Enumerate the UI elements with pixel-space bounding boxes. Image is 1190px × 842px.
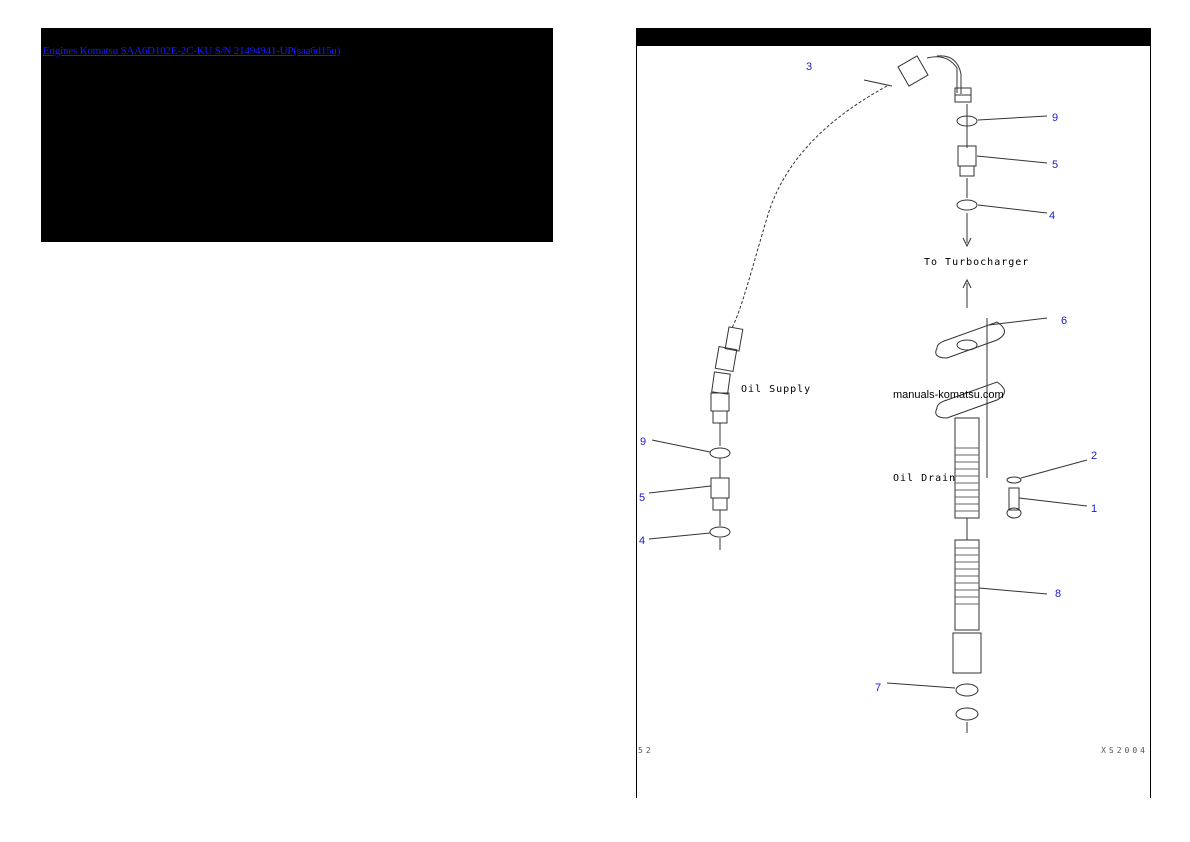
parts-diagram: 3 9 5 4 6 9 5 4 2 1 8 7 To Turbocharger …	[636, 28, 1151, 798]
header-panel: Engines Komatsu SAA6D102E-2C-KU S/N 2149…	[41, 28, 553, 242]
callout-3: 3	[806, 61, 813, 73]
callout-7: 7	[875, 682, 882, 694]
callout-4-left: 4	[639, 535, 646, 547]
callout-2: 2	[1091, 450, 1098, 462]
oil-drain-label: Oil Drain	[893, 473, 957, 484]
diagram-top-bar	[637, 28, 1150, 46]
callout-1: 1	[1091, 503, 1098, 515]
callout-5-left: 5	[639, 492, 646, 504]
page-number: 52	[638, 746, 654, 755]
engine-model-link[interactable]: Engines Komatsu SAA6D102E-2C-KU S/N 2149…	[43, 45, 341, 57]
watermark: manuals-komatsu.com	[893, 389, 1004, 401]
drawing-code: XS2004	[1101, 746, 1148, 755]
exploded-view-drawing	[648, 55, 1088, 733]
callout-9-left: 9	[640, 436, 647, 448]
to-turbocharger-label: To Turbocharger	[924, 257, 1030, 268]
callout-9-right: 9	[1052, 112, 1059, 124]
oil-supply-label: Oil Supply	[741, 384, 812, 395]
callout-8: 8	[1055, 588, 1062, 600]
callout-4-right: 4	[1049, 210, 1056, 222]
callout-5-right: 5	[1052, 159, 1059, 171]
callout-6: 6	[1061, 315, 1068, 327]
